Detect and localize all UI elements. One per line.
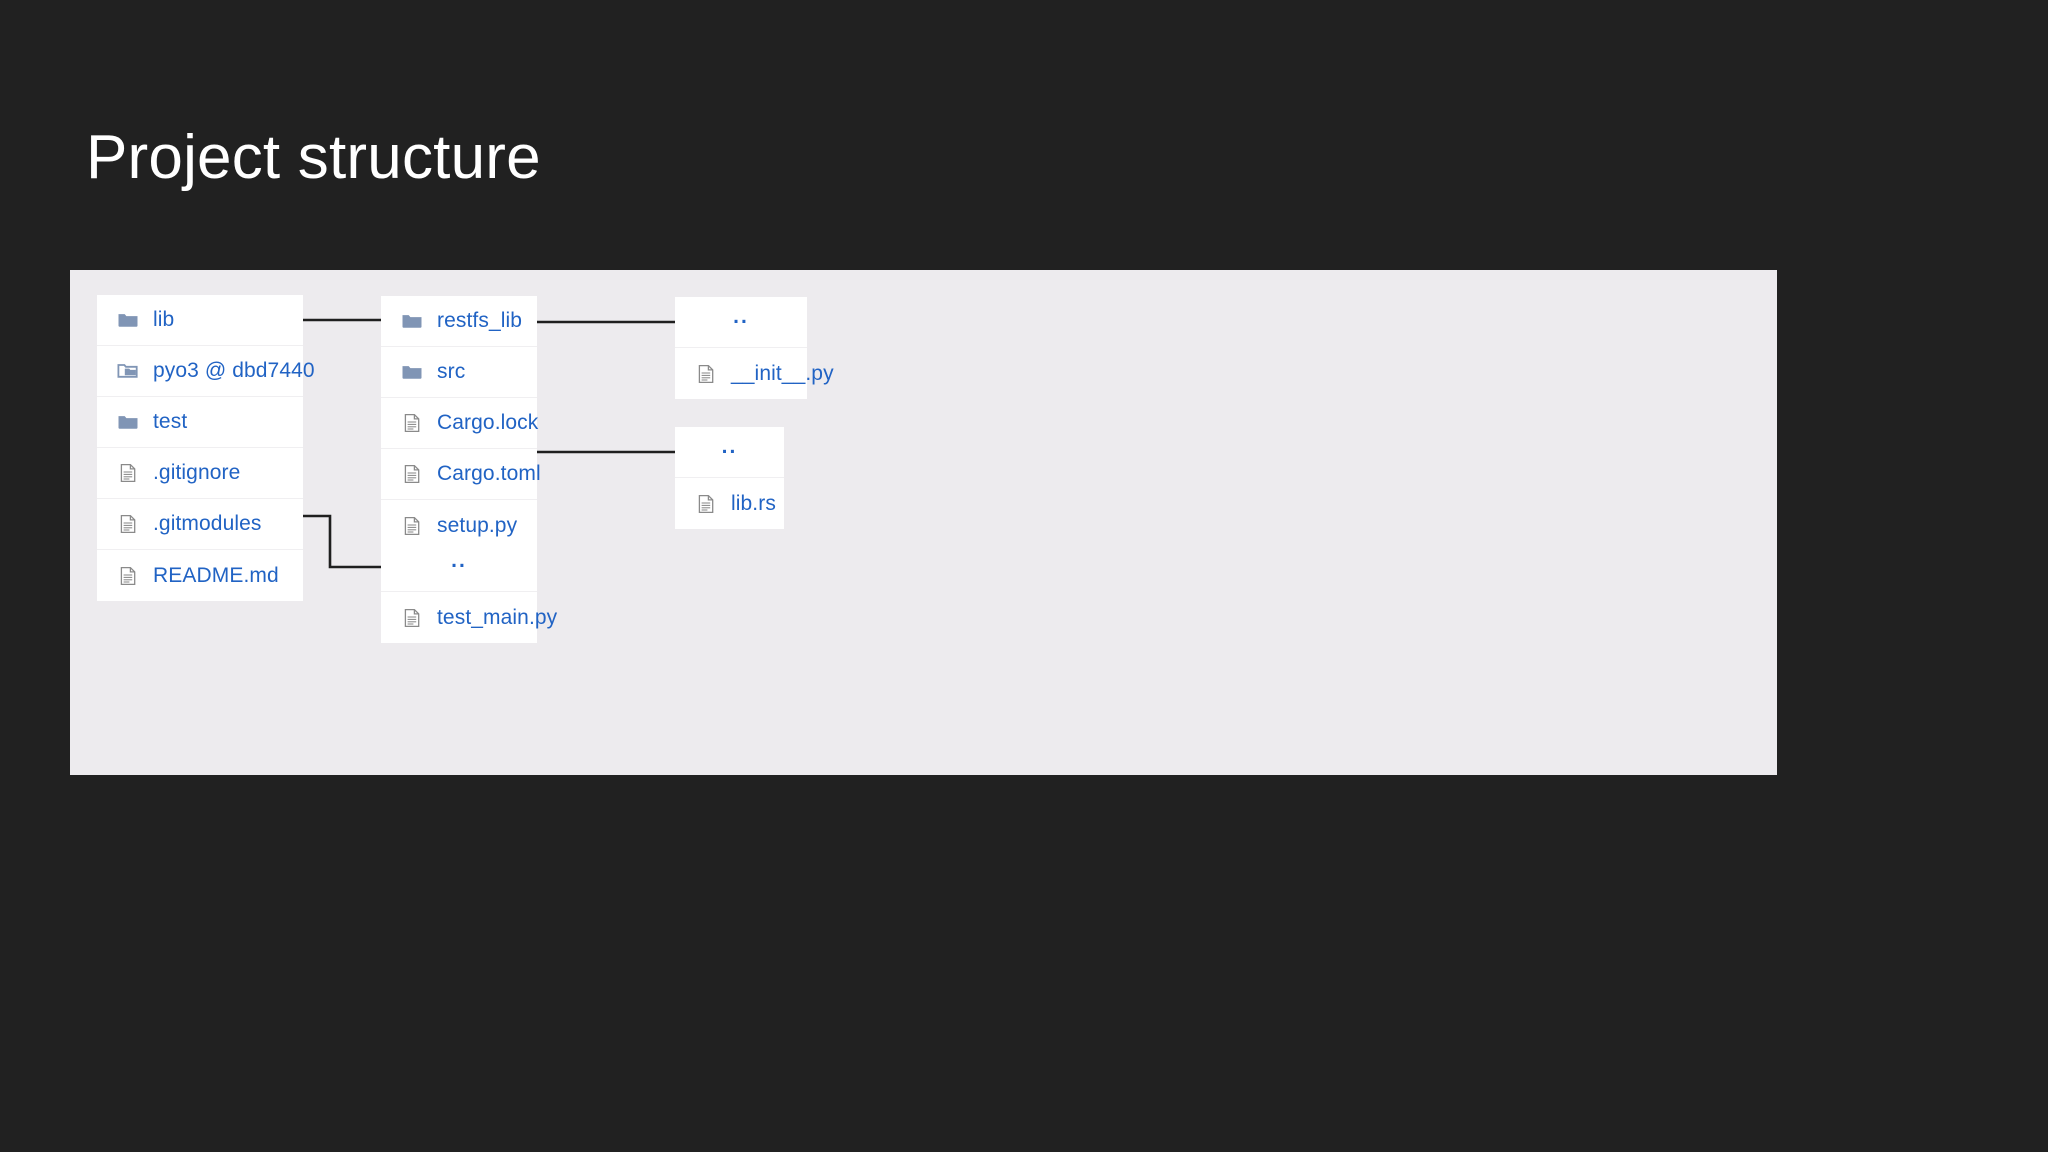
list-item[interactable]: __init__.py: [675, 348, 834, 399]
file-icon: [117, 462, 139, 484]
tree-connectors: [158, 318, 675, 569]
list-item-label: setup.py: [437, 513, 518, 537]
parent-dir-icon: ..: [451, 549, 467, 572]
list-item[interactable]: pyo3 @ dbd7440: [97, 346, 315, 397]
parent-dir-row[interactable]: ..: [675, 427, 784, 478]
list-item[interactable]: .gitmodules: [97, 499, 303, 550]
list-item[interactable]: README.md: [97, 550, 303, 601]
file-icon: [117, 565, 139, 587]
folder-icon: [117, 309, 139, 331]
list-item-label: lib: [153, 308, 175, 331]
file-icon: [695, 493, 717, 515]
project-structure-panel: lib pyo3 @ dbd7440 tes: [70, 270, 1777, 775]
file-group-root: lib pyo3 @ dbd7440 tes: [97, 295, 315, 601]
file-icon: [401, 463, 423, 485]
list-item[interactable]: test: [97, 397, 303, 448]
parent-dir-icon: ..: [733, 305, 749, 328]
list-item[interactable]: src: [381, 347, 537, 398]
list-item-label: restfs_lib: [437, 309, 523, 332]
file-icon: [695, 363, 717, 385]
file-icon: [117, 513, 139, 535]
list-item-label: Cargo.toml: [437, 462, 541, 485]
submodule-folder-icon: [117, 360, 139, 382]
file-group-test: .. test_main.py: [381, 541, 557, 643]
list-item-label: src: [437, 360, 466, 383]
list-item-label: __init__.py: [731, 361, 834, 385]
file-icon: [401, 515, 423, 537]
list-item-label: Cargo.lock: [437, 411, 539, 434]
file-group-lib: restfs_lib src: [381, 296, 541, 551]
list-item[interactable]: .gitignore: [97, 448, 303, 499]
list-item[interactable]: lib: [97, 295, 303, 346]
parent-dir-row[interactable]: ..: [675, 297, 807, 348]
list-item-label: test_main.py: [437, 605, 558, 629]
list-item[interactable]: lib.rs: [675, 478, 784, 529]
folder-icon: [401, 361, 423, 383]
list-item-label: .gitmodules: [153, 512, 262, 535]
file-group-src: .. lib.rs: [675, 427, 784, 529]
folder-icon: [117, 411, 139, 433]
file-icon: [401, 412, 423, 434]
list-item-label: pyo3 @ dbd7440: [153, 359, 315, 382]
list-item[interactable]: Cargo.toml: [381, 449, 541, 500]
list-item[interactable]: test_main.py: [381, 592, 557, 643]
file-icon: [401, 607, 423, 629]
file-group-restfs-lib: .. __init__.py: [675, 297, 834, 399]
list-item-label: test: [153, 410, 188, 433]
page-title: Project structure: [86, 123, 541, 192]
folder-icon: [401, 310, 423, 332]
list-item[interactable]: Cargo.lock: [381, 398, 539, 449]
list-item-label: lib.rs: [731, 491, 776, 515]
list-item[interactable]: restfs_lib: [381, 296, 537, 347]
list-item-label: README.md: [153, 563, 279, 587]
parent-dir-icon: ..: [721, 435, 738, 458]
parent-dir-row[interactable]: ..: [381, 541, 537, 592]
list-item-label: .gitignore: [153, 461, 241, 484]
